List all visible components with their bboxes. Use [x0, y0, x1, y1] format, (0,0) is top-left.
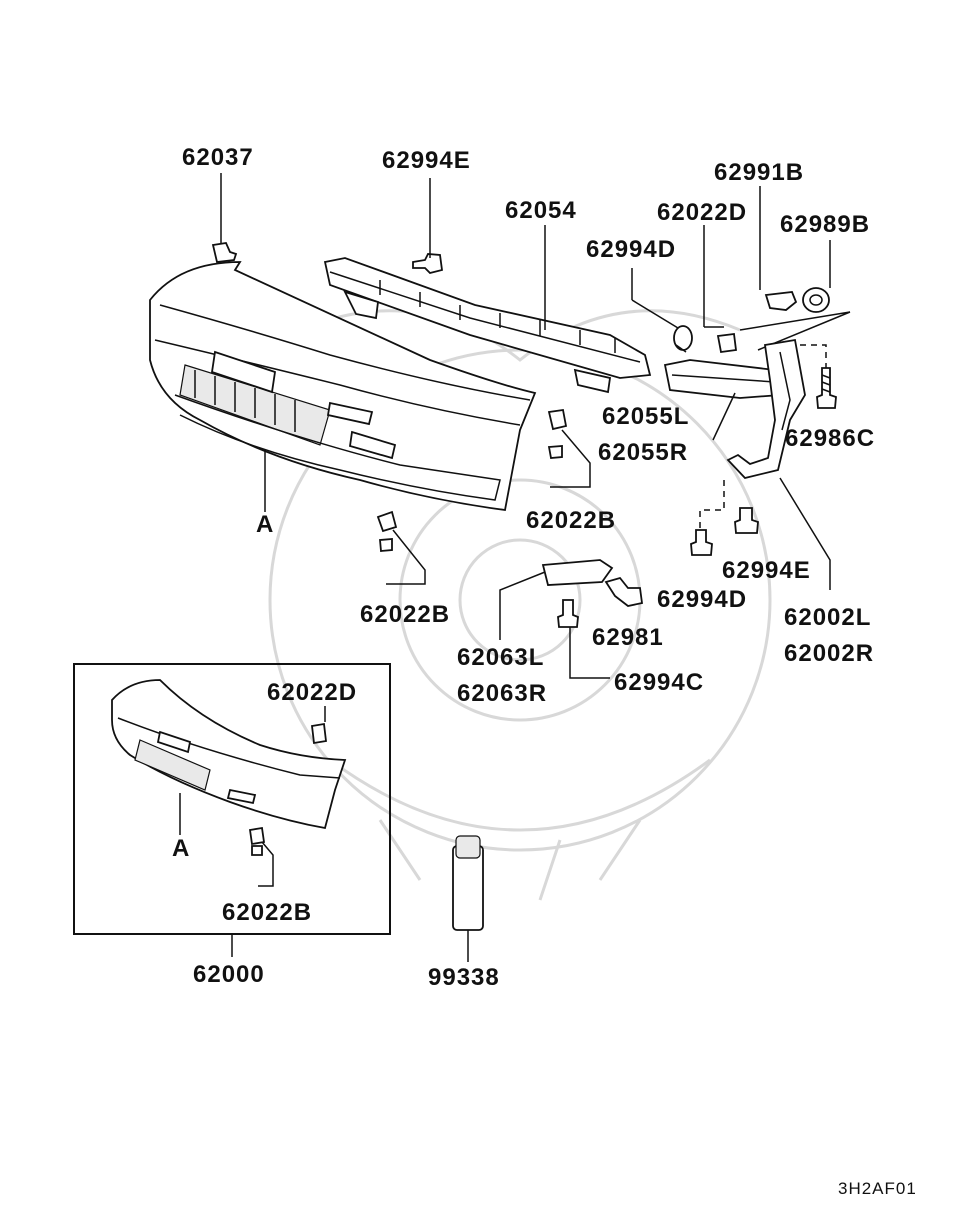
part-label-62022B-left[interactable]: 62022B — [360, 601, 450, 628]
part-label-62063L[interactable]: 62063L — [457, 644, 544, 671]
clip-62991B[interactable] — [764, 291, 798, 311]
clip-62037[interactable] — [211, 242, 238, 263]
front-bumper-cover[interactable] — [149, 261, 537, 512]
dashed-bracket-bolts — [699, 478, 725, 528]
part-label-62989B[interactable]: 62989B — [780, 211, 870, 238]
part-label-62022B-box[interactable]: 62022B — [222, 899, 312, 926]
bracket-62063[interactable] — [541, 559, 614, 586]
dashed-62986C — [800, 344, 827, 368]
clip-62022D-top[interactable] — [716, 332, 738, 354]
part-label-62991B[interactable]: 62991B — [714, 159, 804, 186]
part-label-62994D-top[interactable]: 62994D — [586, 236, 676, 263]
part-label-62037[interactable]: 62037 — [182, 144, 254, 171]
part-label-62063R[interactable]: 62063R — [457, 680, 547, 707]
part-label-62981[interactable]: 62981 — [592, 624, 664, 651]
bolt-62994E-right[interactable] — [734, 507, 759, 534]
part-label-A-box[interactable]: A — [172, 835, 190, 862]
bumper-reinforcement-62054[interactable] — [323, 257, 652, 394]
clip-62022B-right[interactable] — [547, 408, 568, 459]
part-label-62994E-right[interactable]: 62994E — [722, 557, 811, 584]
clip-62022B-box[interactable] — [248, 826, 266, 856]
leader-lines — [179, 173, 831, 962]
bumper-assembly-62000[interactable] — [111, 679, 347, 830]
bolt-62994D-right[interactable] — [690, 529, 713, 556]
part-label-62002R[interactable]: 62002R — [784, 640, 874, 667]
part-label-62022D-top[interactable]: 62022D — [657, 199, 747, 226]
part-label-62055L[interactable]: 62055L — [602, 403, 689, 430]
part-label-62986C[interactable]: 62986C — [785, 425, 875, 452]
bolt-62981[interactable] — [604, 576, 644, 607]
part-label-62022D-box[interactable]: 62022D — [267, 679, 357, 706]
part-label-99338[interactable]: 99338 — [428, 964, 500, 991]
part-label-62994D-right[interactable]: 62994D — [657, 586, 747, 613]
part-label-62055R[interactable]: 62055R — [598, 439, 688, 466]
nut-62994D-top[interactable] — [673, 325, 693, 353]
part-label-62002L[interactable]: 62002L — [784, 604, 871, 631]
clip-62022B-left[interactable] — [376, 510, 398, 552]
diagram-code: 3H2AF01 — [838, 1179, 917, 1198]
nut-62989B[interactable] — [802, 287, 830, 313]
part-label-62022B-right[interactable]: 62022B — [526, 507, 616, 534]
part-label-A-main[interactable]: A — [256, 511, 274, 538]
part-label-62994C[interactable]: 62994C — [614, 669, 704, 696]
clip-62022D-box[interactable] — [311, 722, 327, 745]
side-bracket-62002[interactable] — [726, 338, 806, 479]
part-label-62994E-top[interactable]: 62994E — [382, 147, 471, 174]
bolt-62994C[interactable] — [557, 599, 579, 628]
bolt-62994E-top[interactable] — [412, 253, 443, 274]
part-label-62000[interactable]: 62000 — [193, 961, 265, 988]
part-label-62054[interactable]: 62054 — [505, 197, 577, 224]
bolt-62986C[interactable] — [816, 367, 837, 409]
bracket-62055[interactable] — [663, 359, 782, 399]
touch-up-paint-99338[interactable] — [452, 835, 484, 931]
